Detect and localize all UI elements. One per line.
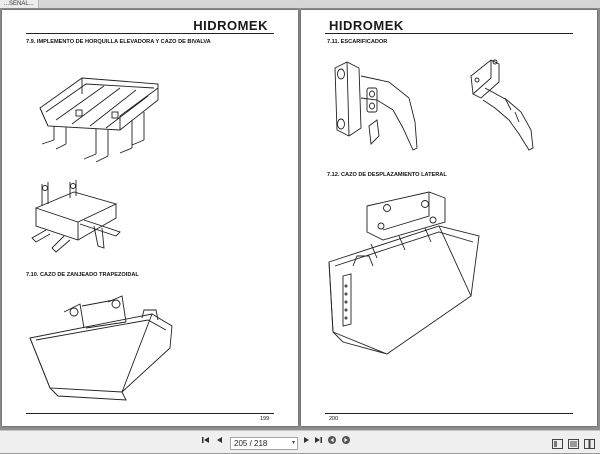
page-200: HIDROMEK 7.11. ESCARIFICADOR [301,10,597,426]
header-rule [325,33,573,34]
header-rule [26,33,274,34]
side-shift-bucket-illustration [321,186,491,356]
page-199: HIDROMEK 7.9. IMPLEMENTO DE HORQUILLA EL… [2,10,298,426]
section-heading-7-9: 7.9. IMPLEMENTO DE HORQUILLA ELEVADORA Y… [26,39,211,45]
forklift-attachment-illustration [24,178,124,258]
footer-rule [325,413,573,414]
page-indicator-text: 205 / 218 [234,439,268,448]
page-number-right: 200 [329,416,339,422]
page-indicator-field[interactable]: 205 / 218 ▾ [230,437,298,450]
hidromek-logo: HIDROMEK [329,18,404,33]
footer-rule [26,413,274,414]
dropdown-icon: ▾ [291,440,295,446]
tab-strip: ...SENAL... [0,0,600,8]
thumbnails-icon[interactable] [552,436,564,449]
single-page-icon[interactable] [568,436,580,449]
two-page-icon[interactable] [584,436,596,449]
section-heading-7-10: 7.10. CAZO DE ZANJEADO TRAPEZOIDAL [26,272,139,278]
hidromek-logo: HIDROMEK [193,18,268,33]
forward-icon[interactable] [340,435,352,449]
section-heading-7-11: 7.11. ESCARIFICADOR [327,39,388,45]
back-icon[interactable] [326,435,338,449]
document-viewer[interactable]: HIDROMEK 7.9. IMPLEMENTO DE HORQUILLA EL… [0,8,600,430]
viewer-toolbar: 205 / 218 ▾ [0,430,600,453]
first-page-icon[interactable] [200,435,212,449]
previous-page-icon[interactable] [214,435,226,449]
trapezoidal-ditching-bucket-illustration [22,288,182,408]
section-heading-7-12: 7.12. CAZO DE DESPLAZAMIENTO LATERAL [327,172,447,178]
forklift-bucket-illustration [36,56,166,166]
last-page-icon[interactable] [312,435,324,449]
document-tab[interactable]: ...SENAL... [0,0,39,8]
next-page-icon[interactable] [300,435,312,449]
page-number-left: 199 [260,416,270,422]
ripper-side-illustration [461,52,541,152]
ripper-front-illustration [329,58,419,153]
